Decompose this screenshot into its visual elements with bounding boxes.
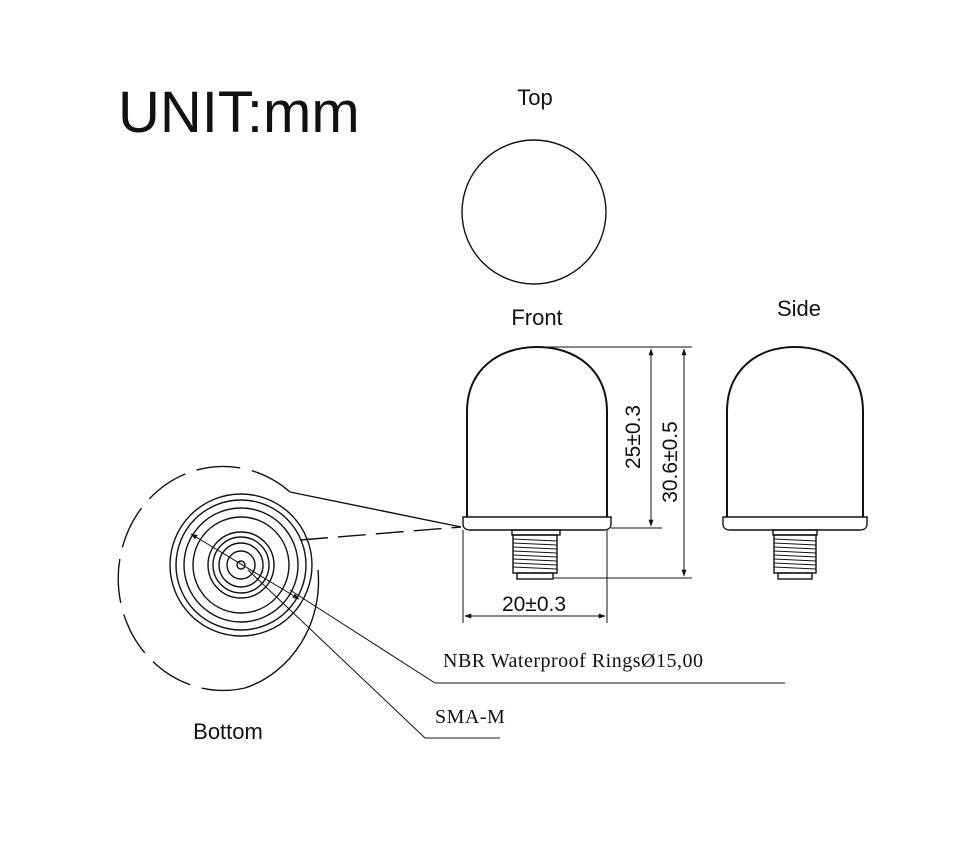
unit-label: UNIT:mm: [118, 80, 360, 145]
connector-callout: SMA-M: [435, 706, 505, 728]
total-height-dimension: 30.6±0.5: [659, 421, 682, 503]
dimension-lines: [462, 346, 692, 623]
top-view-label: Top: [517, 85, 552, 110]
side-view: [722, 345, 868, 580]
bottom-view-label: Bottom: [193, 719, 263, 744]
side-view-label: Side: [777, 296, 821, 321]
width-dimension: 20±0.3: [502, 593, 566, 616]
callout-leaders: [247, 569, 785, 739]
rings-callout: NBR Waterproof RingsØ15,00: [443, 650, 703, 672]
top-view-circle: [461, 139, 607, 285]
dome-height-dimension: 25±0.3: [622, 405, 645, 469]
bottom-view: [117, 465, 462, 692]
front-view: [462, 345, 612, 580]
front-view-label: Front: [511, 305, 562, 330]
